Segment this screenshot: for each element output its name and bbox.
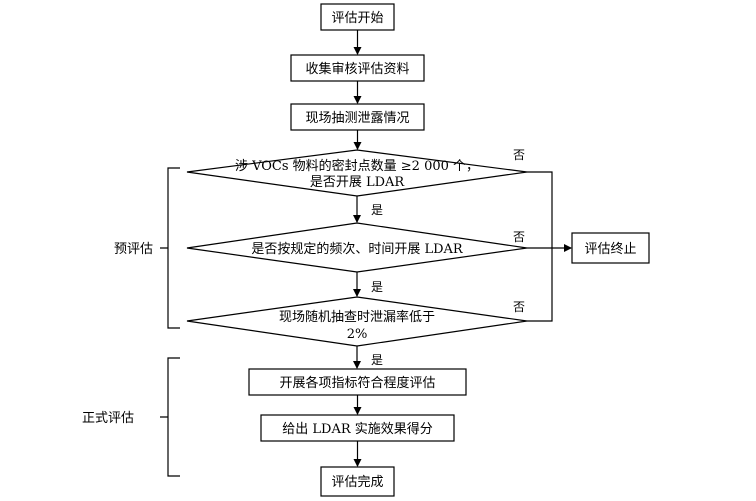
pre-eval-label: 预评估 [114, 242, 153, 257]
decision2-text: 是否按规定的频次、时间开展 LDAR [251, 241, 464, 257]
score-box [260, 414, 455, 442]
evaluate-box [248, 368, 467, 396]
finish-text: 评估完成 [331, 475, 383, 490]
start-box [320, 3, 395, 31]
terminate-box [571, 232, 650, 264]
formal-eval-bracket [160, 357, 180, 477]
evaluate-text: 开展各项指标符合程度评估 [279, 375, 435, 391]
no-label-3: 否 [513, 300, 525, 314]
yes-label-3: 是 [371, 353, 383, 367]
finish-box [320, 466, 395, 497]
score-text: 给出 LDAR 实施效果得分 [282, 421, 433, 437]
start-text: 评估开始 [331, 11, 383, 26]
yes-label-1: 是 [371, 203, 383, 217]
no-path-d3 [527, 248, 553, 322]
formal-eval-label: 正式评估 [82, 411, 134, 426]
yes-label-2: 是 [371, 280, 383, 294]
collect-text: 收集审核评估资料 [305, 61, 409, 77]
measure-text: 现场抽测泄露情况 [305, 111, 409, 126]
no-path-d1 [527, 171, 553, 248]
collect-box [290, 54, 425, 82]
decision1-text-line1: 涉 VOCs 物料的密封点数量 ≥2 000 个， [235, 158, 479, 174]
decision3-text-line1: 现场随机抽查时泄漏率低于 [279, 309, 435, 325]
no-label-2: 否 [513, 230, 525, 244]
pre-eval-bracket [160, 167, 180, 329]
decision3-text-line2: 2% [347, 327, 368, 342]
decision1-text-line2: 是否开展 LDAR [310, 175, 406, 190]
no-label-1: 否 [513, 148, 525, 162]
terminate-text: 评估终止 [584, 241, 636, 257]
